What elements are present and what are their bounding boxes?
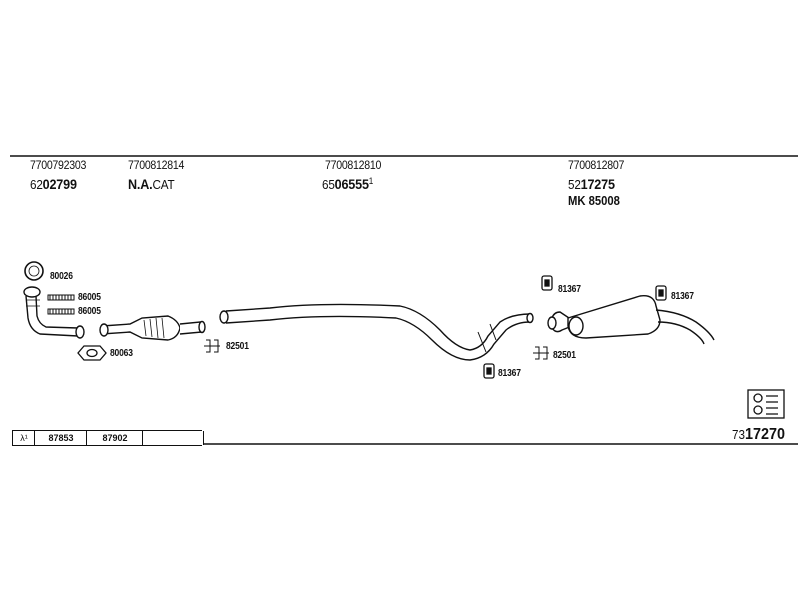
component-label: 80026	[50, 271, 73, 282]
component-label: 81367	[558, 284, 581, 295]
part-number: 65065551	[322, 176, 374, 192]
rubber-hanger-icon	[541, 275, 553, 291]
rubber-hanger-icon	[655, 285, 667, 301]
clamp-icon	[204, 339, 220, 353]
legend-cell	[142, 431, 204, 445]
component-label: 80063	[110, 348, 133, 359]
reference-number: 7317270	[732, 426, 786, 443]
oem-number: 7700812814	[128, 160, 185, 172]
legend-cell: 87902	[86, 431, 143, 445]
oem-number: 7700812807	[568, 160, 625, 172]
component-label: 82501	[553, 350, 576, 361]
front-pipe	[23, 286, 85, 339]
component-label: 82501	[226, 341, 249, 352]
rubber-hanger-icon	[483, 363, 495, 379]
component-label: 81367	[498, 368, 521, 379]
component-label: 86005	[78, 292, 101, 303]
gasket-ring	[24, 261, 44, 281]
rear-silencer	[547, 295, 715, 345]
middle-pipe	[219, 303, 534, 361]
mounting-kit-number: MK 85008	[568, 194, 620, 208]
oem-number: 7700792303	[30, 160, 87, 172]
oem-number: 7700812810	[325, 160, 382, 172]
gasket-ring-inner	[28, 265, 40, 277]
legend-cell: 87853	[34, 431, 87, 445]
lambda-symbol: λ¹	[12, 431, 35, 445]
component-label: 81367	[671, 291, 694, 302]
reference-icon	[747, 389, 785, 419]
part-number: N.A.CAT	[128, 176, 175, 192]
part-number: 5217275	[568, 176, 615, 192]
lambda-sensor-table: λ¹ 87853 87902	[12, 430, 204, 446]
part-number: 6202799	[30, 176, 77, 192]
component-label: 86005	[78, 306, 101, 317]
spring-bolt-icon	[47, 294, 75, 315]
clamp-icon	[533, 346, 549, 360]
catalytic-converter	[99, 315, 206, 341]
flange-gasket-icon	[77, 345, 107, 361]
